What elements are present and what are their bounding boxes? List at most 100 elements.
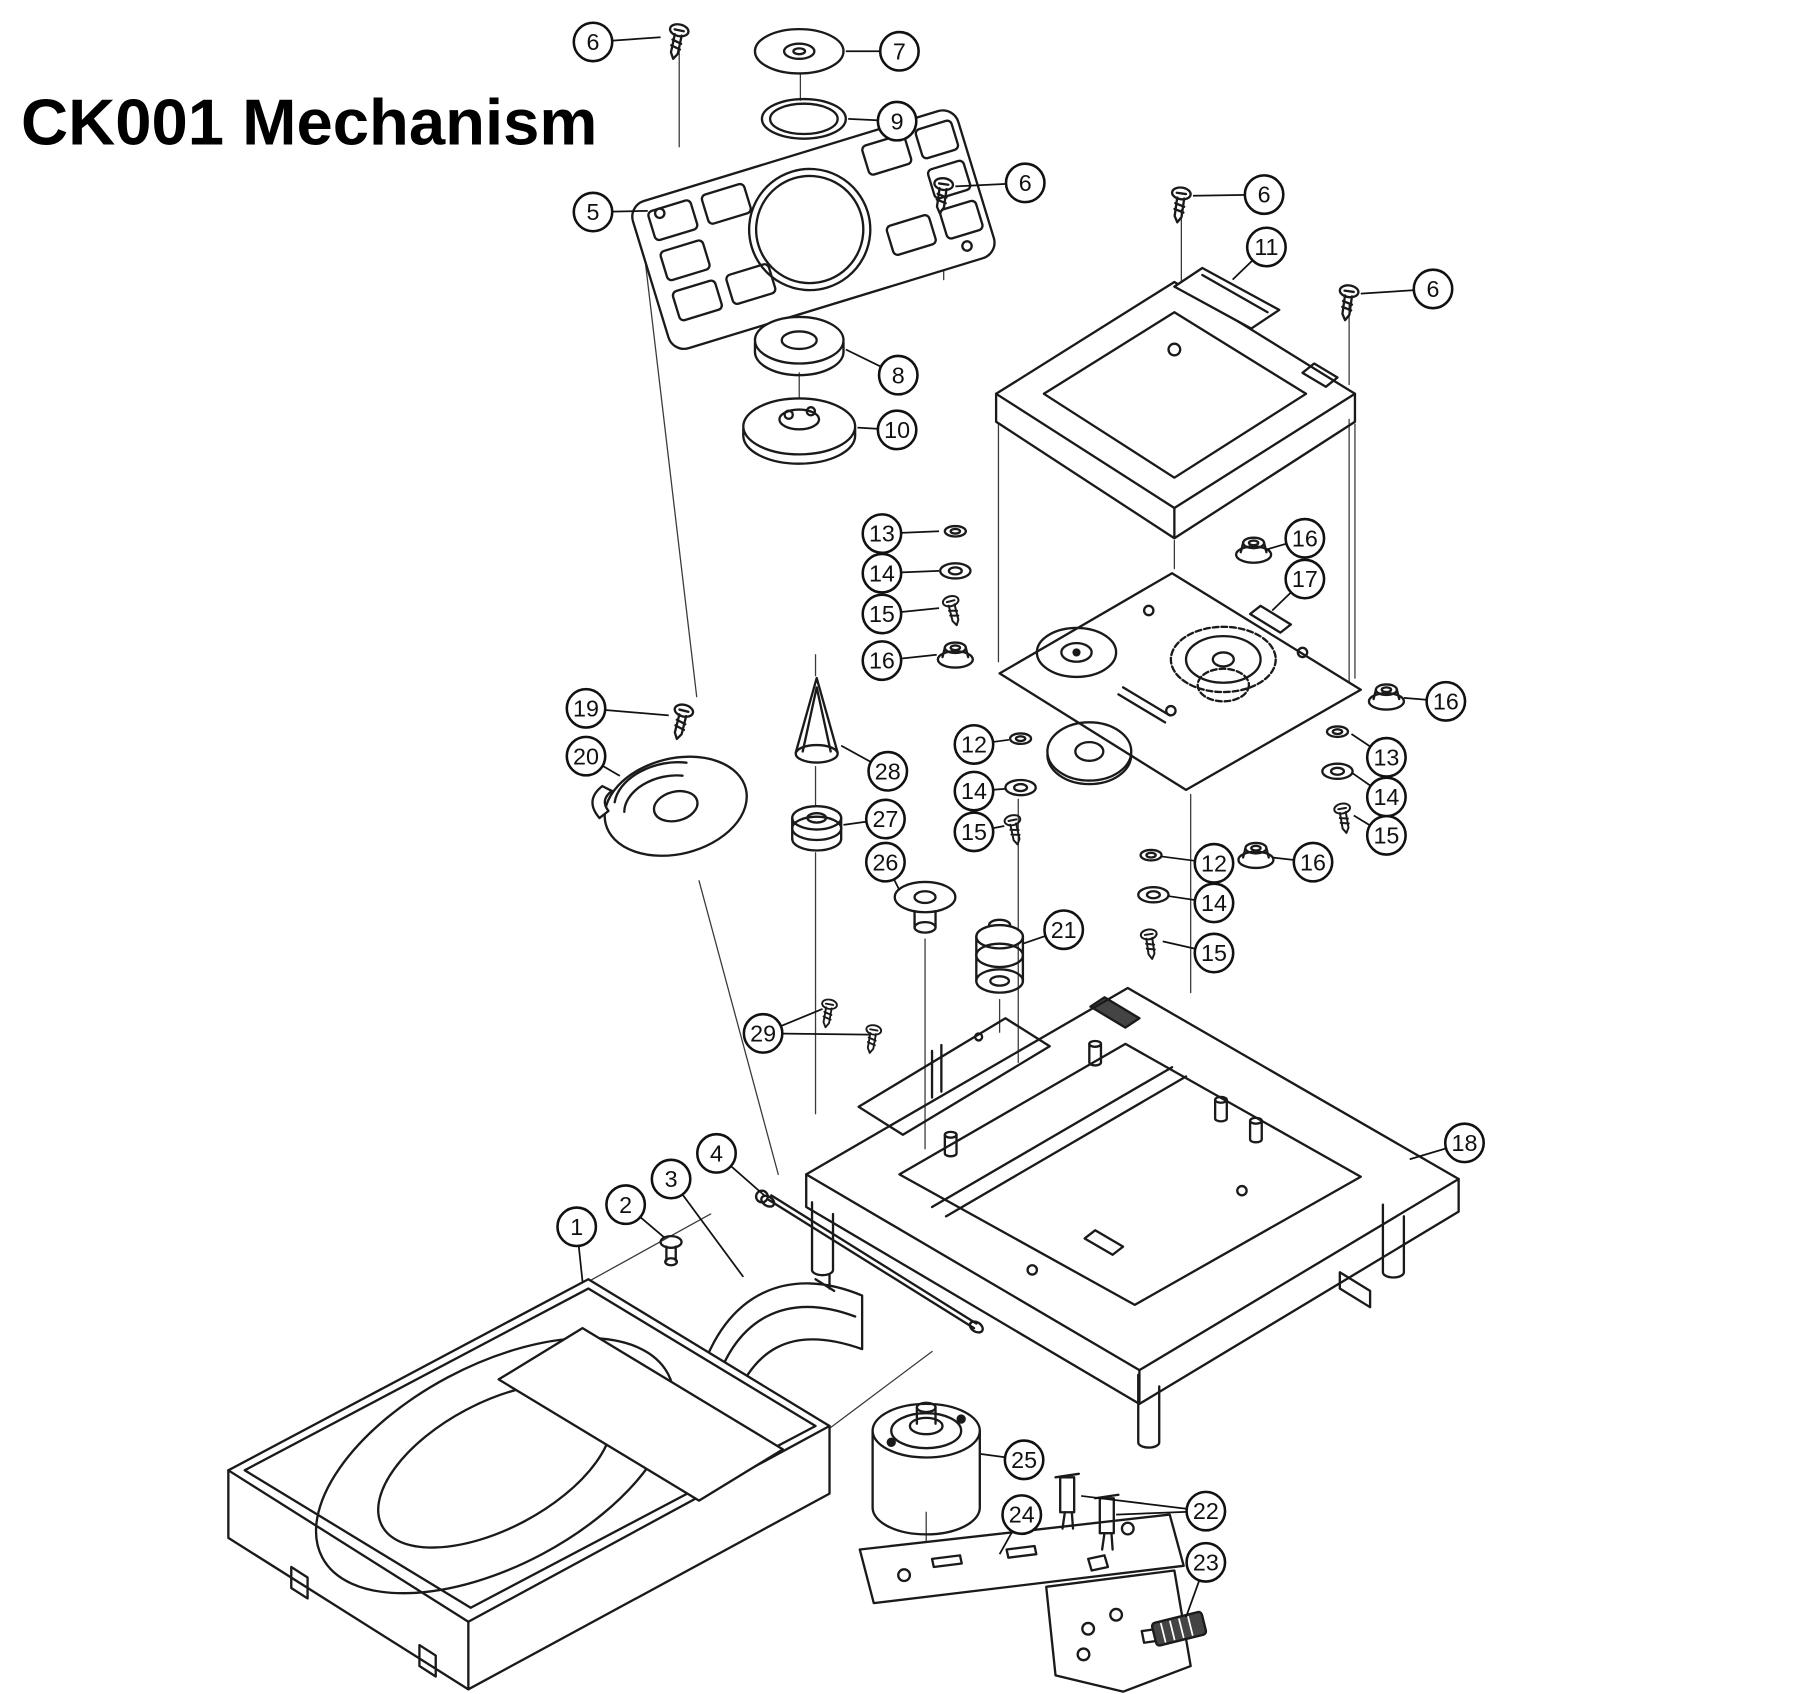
callout-number: 23 [1193, 1549, 1219, 1575]
callout-circle [556, 1206, 598, 1248]
callout-4: 4 [696, 1132, 765, 1197]
part-cam-screw [666, 701, 696, 743]
callout-8: 8 [845, 348, 919, 396]
callout-circle [1185, 1541, 1227, 1583]
callout-number: 29 [750, 1021, 776, 1047]
callout-circle [650, 1158, 692, 1200]
callout-number: 16 [1292, 525, 1318, 551]
callout-2: 2 [605, 1184, 665, 1238]
callout-number: 15 [869, 601, 895, 627]
callout-number: 14 [961, 778, 987, 804]
callout-number: 25 [1011, 1447, 1037, 1473]
callout-5: 5 [572, 191, 648, 233]
callout-circle [1292, 841, 1334, 883]
callout-18: 18 [1409, 1122, 1485, 1164]
part-gear-pulley [975, 918, 1025, 994]
callout-29: 29 [742, 1008, 870, 1054]
callout-27: 27 [843, 798, 906, 840]
callout-6: 6 [1360, 268, 1454, 310]
callout-circle [742, 1012, 784, 1054]
callout-number: 8 [892, 362, 905, 388]
callout-14: 14 [1350, 771, 1407, 818]
callout-20: 20 [565, 735, 621, 777]
callout-28: 28 [840, 744, 909, 792]
callout-number: 12 [1201, 850, 1227, 876]
callout-circle [1193, 932, 1235, 974]
callout-circle [878, 30, 920, 72]
callout-15: 15 [1353, 814, 1407, 856]
callout-circle [864, 798, 906, 840]
callout-circle [1193, 882, 1235, 924]
callout-1: 1 [556, 1206, 598, 1282]
callout-number: 11 [1254, 234, 1278, 260]
callout-12: 12 [953, 723, 1010, 765]
callout-25: 25 [980, 1439, 1045, 1481]
callout-circle [696, 1132, 738, 1174]
callout-circle [861, 640, 903, 682]
callout-circle [1185, 1490, 1227, 1532]
callout-number: 26 [872, 849, 898, 875]
callout-23: 23 [1185, 1541, 1227, 1618]
callout-circle [1443, 1122, 1485, 1164]
callout-number: 14 [1201, 890, 1227, 916]
callout-14: 14 [1167, 882, 1235, 924]
callout-circle [572, 21, 614, 63]
callout-number: 15 [1373, 823, 1399, 849]
callout-circle [1425, 680, 1467, 722]
part-ring [760, 97, 847, 140]
callout-number: 15 [1201, 940, 1227, 966]
callout-circle [565, 687, 607, 729]
callout-number: 18 [1452, 1130, 1478, 1156]
callout-16: 16 [1264, 517, 1326, 559]
callout-16: 16 [861, 640, 937, 682]
callout-12: 12 [1160, 842, 1235, 884]
callout-13: 13 [861, 513, 940, 555]
part-bracket [817, 996, 1141, 1136]
callout-circle [864, 841, 906, 883]
callout-19: 19 [565, 687, 669, 729]
callout-number: 6 [1258, 182, 1271, 208]
callout-circle [861, 552, 903, 594]
callout-circle [876, 100, 918, 142]
callout-number: 14 [1373, 784, 1399, 810]
part-base-chassis [805, 986, 1460, 1449]
callout-circle [1001, 1494, 1043, 1536]
callout-15: 15 [953, 811, 1005, 853]
callout-number: 7 [893, 38, 906, 64]
callout-circle [605, 1184, 647, 1226]
callout-number: 13 [869, 521, 895, 547]
part-loading-motor [871, 1401, 981, 1536]
callout-circle [861, 593, 903, 635]
callout-number: 5 [587, 199, 600, 225]
part-guide-rod [754, 1189, 984, 1334]
callout-number: 24 [1009, 1502, 1035, 1528]
callout-circle [1043, 909, 1085, 951]
callout-number: 6 [587, 29, 600, 55]
callout-21: 21 [1022, 909, 1085, 951]
callout-number: 4 [710, 1141, 723, 1167]
callout-24: 24 [998, 1494, 1043, 1555]
callout-number: 21 [1051, 917, 1077, 943]
callout-number: 13 [1373, 744, 1399, 770]
callout-number: 14 [869, 560, 895, 586]
callout-circle [1412, 268, 1454, 310]
callout-26: 26 [864, 841, 906, 891]
part-disc-tray [227, 1278, 831, 1691]
part-roller [791, 805, 843, 852]
diagram-title: CK001 Mechanism [21, 85, 597, 158]
callout-number: 22 [1193, 1498, 1219, 1524]
callout-13: 13 [1350, 733, 1407, 778]
part-turntable [742, 397, 857, 465]
callout-6: 6 [572, 21, 661, 63]
callout-circle [877, 354, 919, 396]
part-pcb [858, 1513, 1192, 1693]
leader-line [1081, 1495, 1206, 1512]
part-grille-plate [631, 109, 996, 350]
callout-14: 14 [861, 552, 940, 594]
callout-circle [953, 811, 995, 853]
callout-number: 6 [1019, 170, 1032, 196]
callout-number: 1 [570, 1214, 583, 1240]
